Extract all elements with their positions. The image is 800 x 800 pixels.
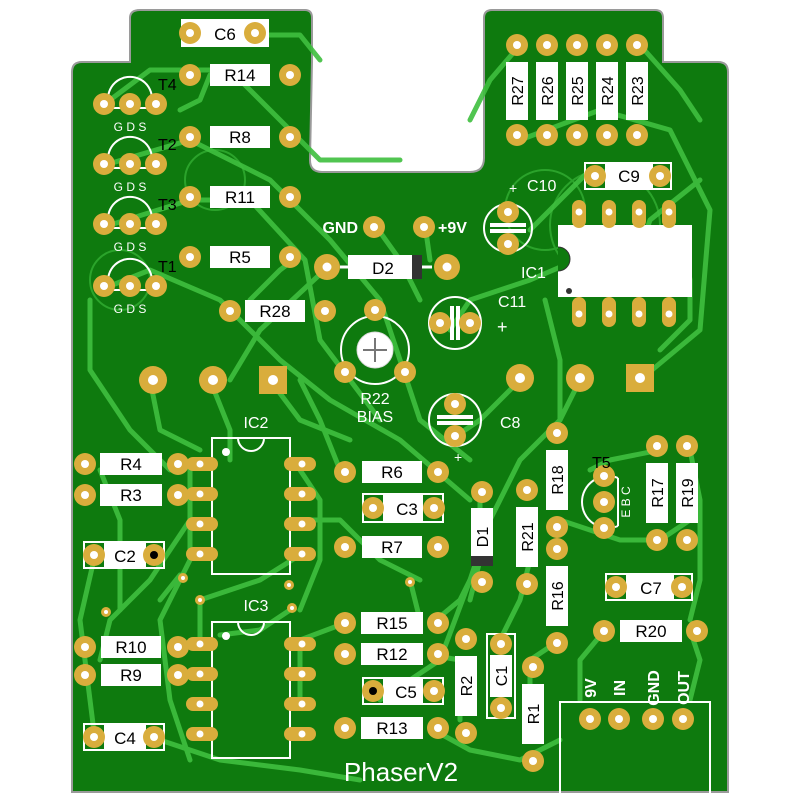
label-c6: C6 — [214, 25, 236, 44]
label-t4-gds: G D S — [114, 120, 147, 134]
label-c8-plus: + — [454, 449, 462, 465]
transistor-t4: T4 G D S — [93, 75, 177, 134]
label-r28: R28 — [259, 302, 290, 321]
pot-pads-left — [139, 366, 287, 394]
label-c5: C5 — [395, 683, 417, 702]
connector-label-out: OUT — [676, 671, 693, 705]
label-r18: R18 — [550, 465, 567, 494]
capacitor-c10: C10 + — [483, 178, 556, 255]
transistor-t3: T3 G D S — [93, 195, 177, 254]
label-r10: R10 — [115, 638, 146, 657]
label-r27: R27 — [510, 76, 527, 105]
label-gnd: GND — [322, 220, 358, 237]
label-c8: C8 — [500, 415, 521, 432]
label-r17: R17 — [650, 478, 667, 507]
label-r7: R7 — [381, 538, 403, 557]
label-t1: T1 — [158, 259, 177, 276]
label-r9: R9 — [120, 666, 142, 685]
label-r1: R1 — [526, 704, 543, 725]
label-d2: D2 — [372, 259, 394, 278]
label-r12: R12 — [376, 645, 407, 664]
transistor-t1: T1 G D S — [93, 257, 177, 316]
connector-label-gnd: GND — [646, 670, 663, 706]
label-ic3: IC3 — [244, 598, 269, 615]
label-r11: R11 — [225, 188, 255, 207]
label-t3-gds: G D S — [114, 240, 147, 254]
label-c11-plus: + — [497, 317, 508, 337]
label-r16: R16 — [550, 581, 567, 610]
label-c9: C9 — [618, 167, 640, 186]
label-t5-ebc: E B C — [619, 486, 633, 518]
label-r2: R2 — [459, 676, 476, 697]
ic1-chip: IC1 — [521, 200, 692, 327]
trimmer-r22: R22 BIAS — [334, 299, 416, 426]
label-r8: R8 — [229, 128, 251, 147]
label-c4: C4 — [114, 729, 136, 748]
connector-label-in: IN — [612, 680, 629, 696]
label-bias: BIAS — [357, 409, 393, 426]
label-c10-plus: + — [509, 180, 517, 196]
label-r4: R4 — [120, 455, 142, 474]
label-r24: R24 — [600, 76, 617, 105]
label-c7: C7 — [640, 579, 662, 598]
label-r22: R22 — [360, 391, 389, 408]
label-ic1: IC1 — [521, 265, 546, 282]
label-r13: R13 — [376, 719, 407, 738]
pot-pads-right — [506, 364, 654, 392]
label-c3: C3 — [396, 500, 418, 519]
label-c11: C11 — [498, 294, 526, 311]
label-r20: R20 — [635, 622, 666, 641]
label-t3: T3 — [158, 197, 177, 214]
label-r3: R3 — [120, 486, 142, 505]
resistor-bank-top: R27 R26 R25 R24 R23 — [506, 34, 648, 146]
board-title: PhaserV2 — [344, 757, 458, 787]
label-r25: R25 — [570, 76, 587, 105]
label-t5: T5 — [592, 455, 611, 472]
label-r5: R5 — [229, 248, 251, 267]
label-r23: R23 — [630, 76, 647, 105]
io-connector: 9V IN GND OUT — [559, 670, 711, 797]
label-r6: R6 — [381, 463, 403, 482]
label-d1: D1 — [475, 527, 492, 548]
label-9v: +9V — [438, 220, 467, 237]
connector-label-9v: 9V — [583, 678, 600, 698]
transistor-t2: T2 G D S — [93, 135, 177, 194]
label-c10: C10 — [527, 178, 556, 195]
label-r15: R15 — [376, 614, 407, 633]
capacitor-c8: C8 + — [428, 393, 521, 465]
ic2-chip: IC2 — [186, 415, 316, 575]
ic3-chip: IC3 — [186, 598, 316, 759]
capacitor-c11: C11 + — [428, 294, 526, 350]
transistor-t5: T5 E B C — [581, 455, 633, 539]
label-r26: R26 — [540, 76, 557, 105]
label-r21: R21 — [520, 522, 537, 551]
label-t2: T2 — [158, 137, 177, 154]
label-r19: R19 — [680, 478, 697, 507]
label-ic2: IC2 — [244, 415, 269, 432]
label-t2-gds: G D S — [114, 180, 147, 194]
label-c2: C2 — [114, 547, 136, 566]
label-t1-gds: G D S — [114, 302, 147, 316]
label-r14: R14 — [224, 66, 255, 85]
label-t4: T4 — [158, 77, 177, 94]
vias — [101, 573, 415, 617]
label-c1: C1 — [494, 666, 511, 687]
